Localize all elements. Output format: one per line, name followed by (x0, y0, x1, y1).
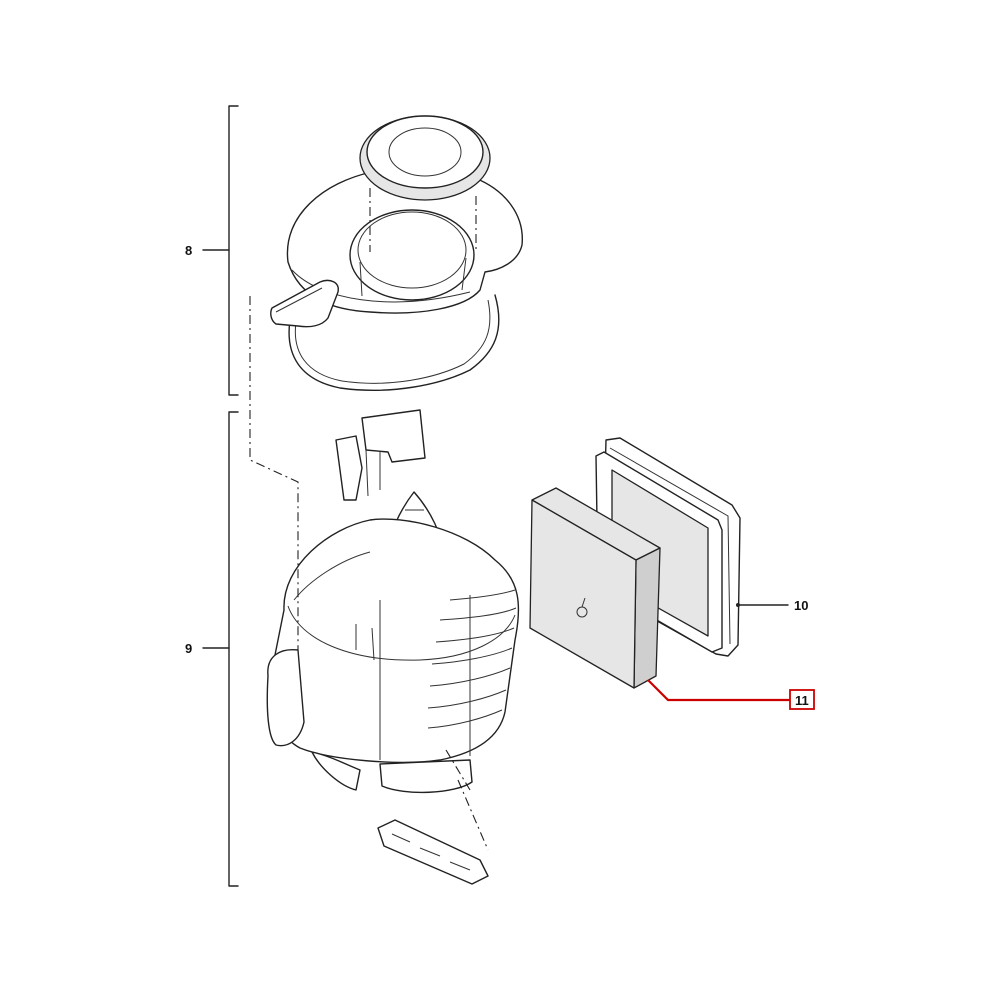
part-9-bin-body (249, 296, 520, 885)
callout-11-highlight-box (789, 689, 815, 710)
callout-11-leader (647, 679, 790, 702)
callout-11-label: 11 (795, 693, 809, 708)
callout-10-label: 10 (794, 598, 808, 613)
callout-8-label: 8 (185, 243, 192, 258)
callout-leaders (202, 105, 790, 887)
part-11-foam-filter (529, 487, 661, 689)
callout-9-label: 9 (185, 641, 192, 656)
part-8-lid-assembly (270, 115, 523, 391)
